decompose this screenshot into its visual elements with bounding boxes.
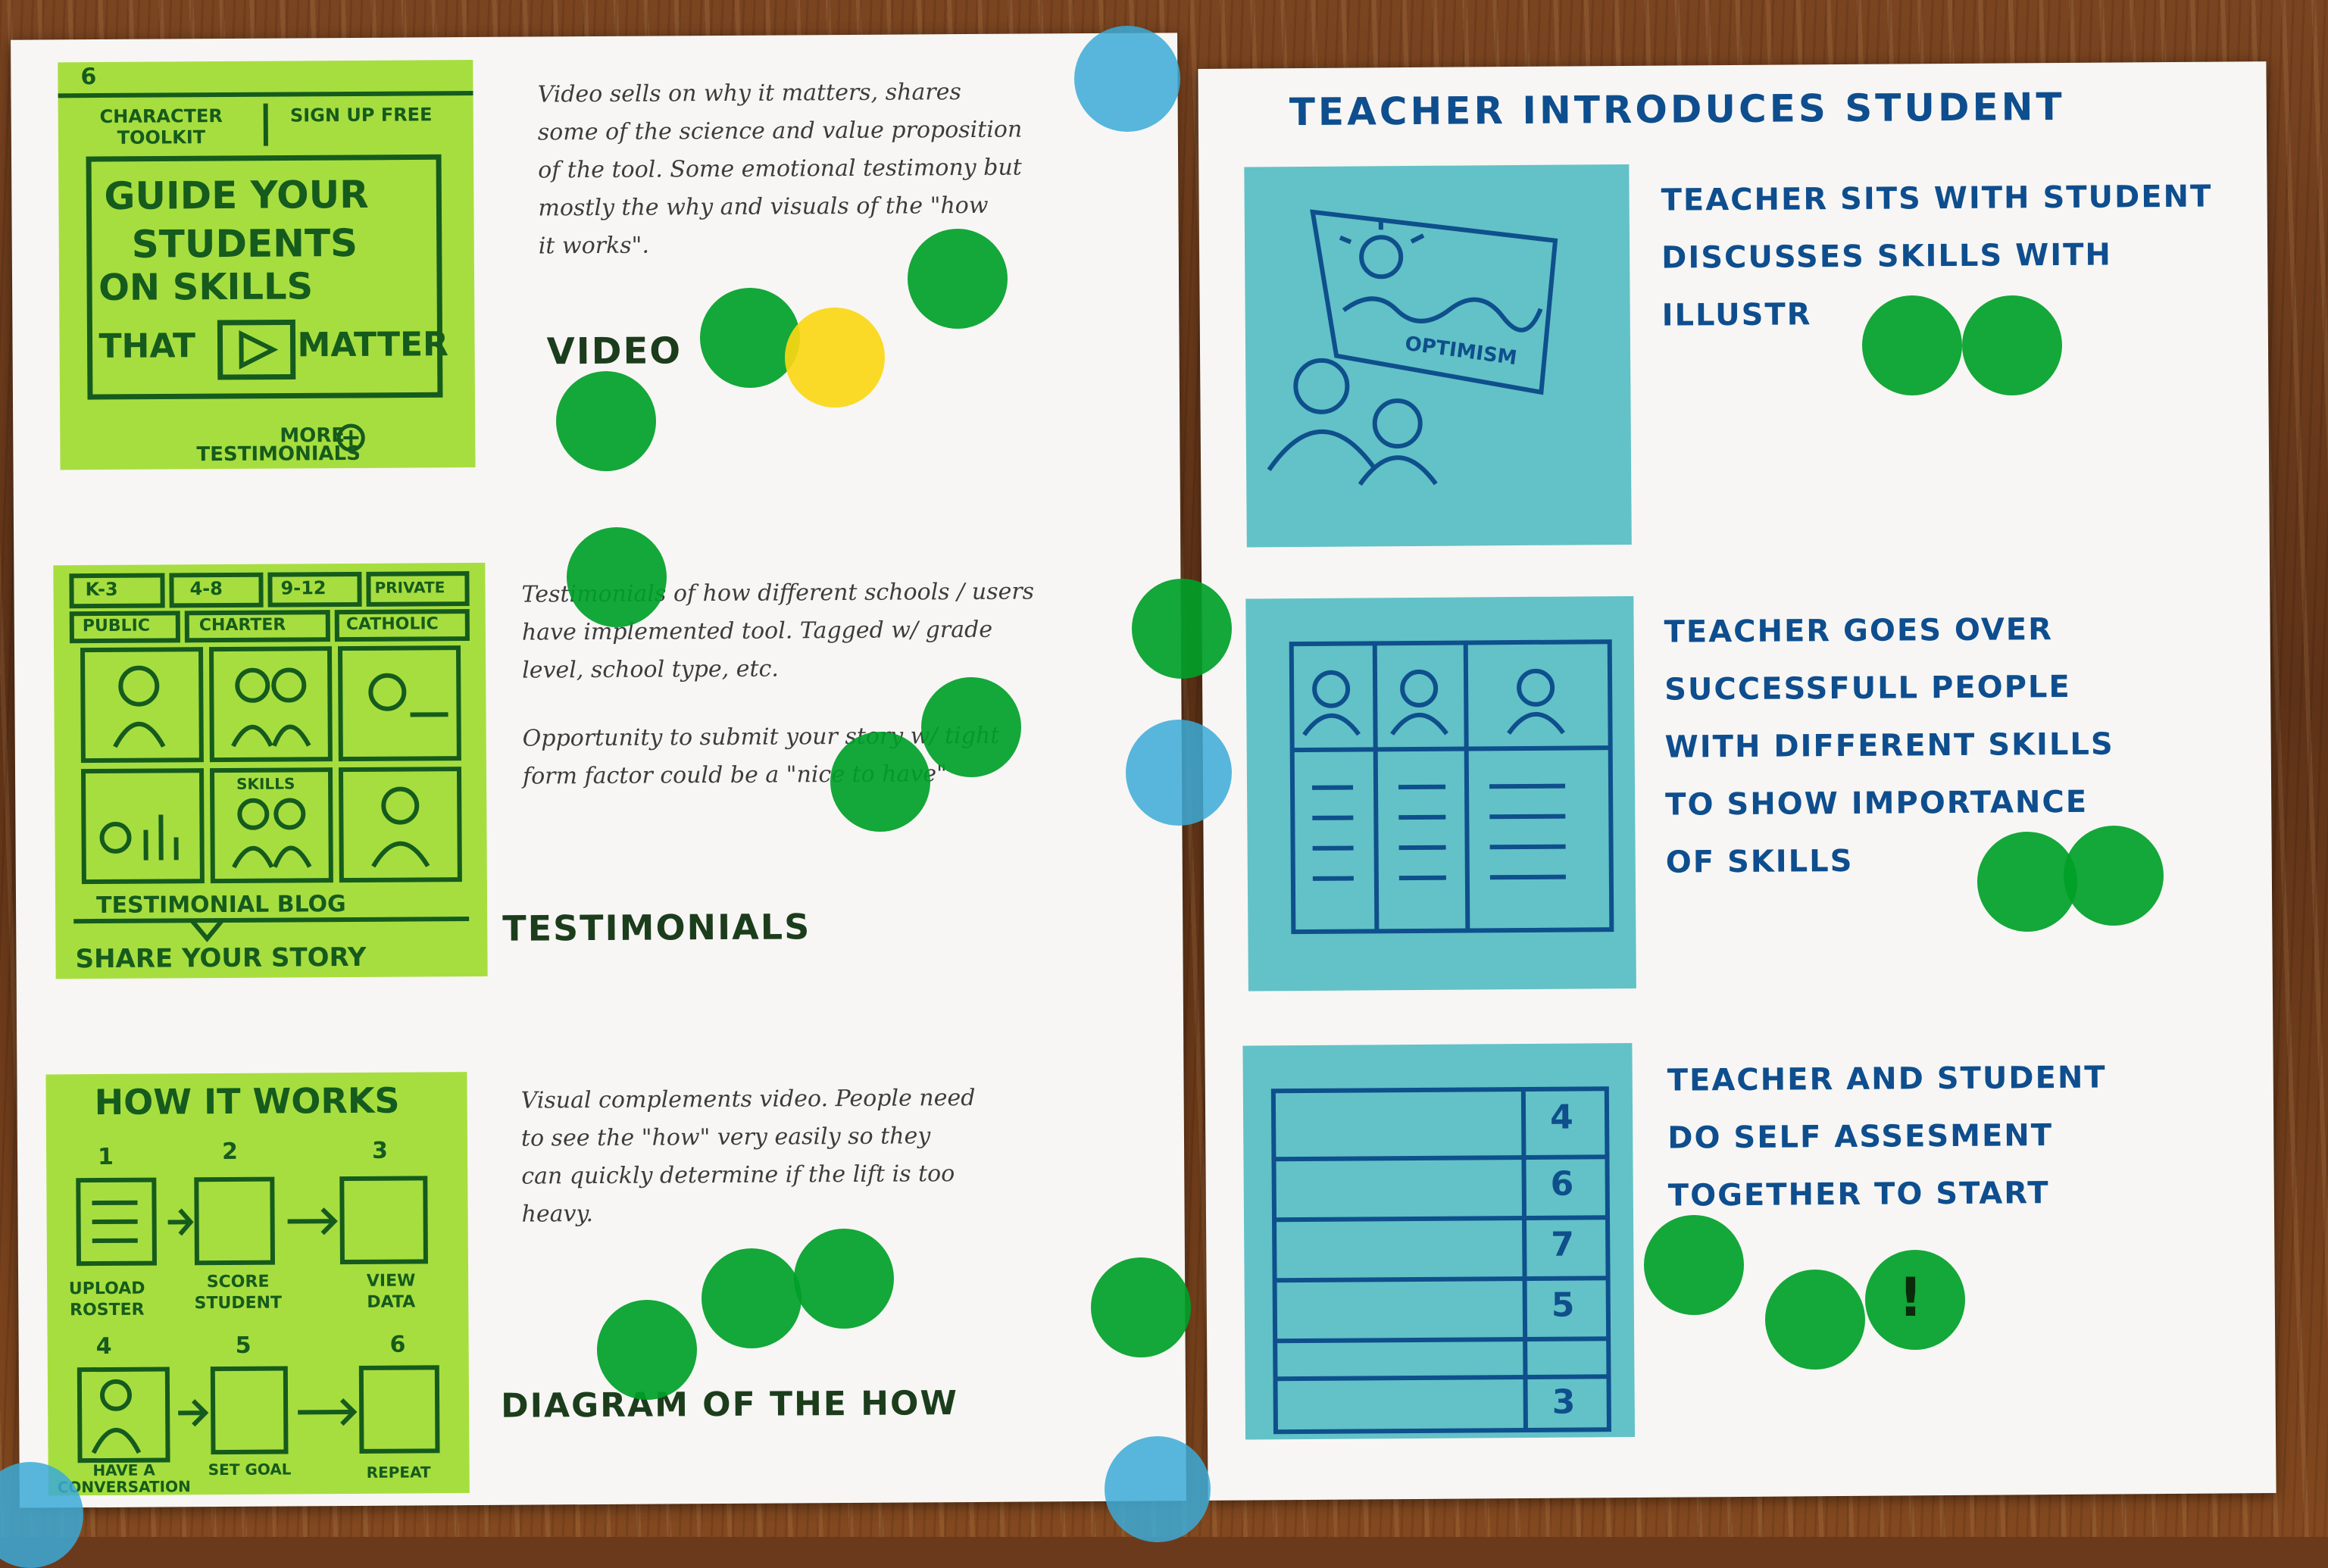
blue-vote-dot <box>1074 26 1180 132</box>
note-line: heavy. <box>521 1192 1165 1233</box>
video-label: VIDEO <box>546 330 682 373</box>
panel-3-text: TEACHER AND STUDENT DO SELF ASSESMENT TO… <box>1667 1049 2107 1225</box>
testimonials-sticky-note: K-3 4-8 9-12 PRIVATE PUBLIC CHARTER CATH… <box>53 563 487 979</box>
successful-people-sketch <box>1245 596 1636 992</box>
panel-text-line: DISCUSSES SKILLS WITH ILLUSTR <box>1661 225 2268 345</box>
green-vote-dot <box>556 371 656 471</box>
blue-vote-dot <box>1126 720 1232 826</box>
share-your-story-label: SHARE YOUR STORY <box>75 942 366 974</box>
headline-word-matter: MATTER <box>297 325 448 364</box>
score-row-1: 4 <box>1550 1098 1573 1137</box>
tile-label-skills: SKILLS <box>236 774 295 792</box>
step-5-number: 5 <box>236 1332 252 1359</box>
panel-text-line: TO SHOW IMPORTANCE <box>1665 773 2115 834</box>
green-vote-dot <box>597 1300 697 1400</box>
note-line: to see the "how" very easily so they <box>521 1116 1165 1157</box>
note-line: it works". <box>539 223 1167 265</box>
filter-catholic: CATHOLIC <box>346 614 439 634</box>
step-1-number: 1 <box>98 1144 114 1170</box>
step-3-caption: VIEW DATA <box>353 1270 429 1313</box>
exclamation-mark: ! <box>1898 1271 1923 1324</box>
score-row-4: 5 <box>1551 1286 1575 1325</box>
self-assessment-sticky-note: 4 6 7 5 3 <box>1242 1043 1635 1440</box>
panel-text-line: TEACHER GOES OVER <box>1664 601 2114 661</box>
green-vote-dot <box>1132 579 1232 679</box>
score-row-2: 6 <box>1551 1165 1574 1204</box>
step-2-caption: SCORE STUDENT <box>185 1271 291 1314</box>
green-vote-dot <box>908 229 1008 329</box>
note-line: level, school type, etc. <box>522 648 1173 689</box>
panel-text-line: TOGETHER TO START <box>1668 1164 2108 1225</box>
left-sheet: 6 CHARACTER TOOLKIT SIGN UP FREE GUIDE Y… <box>11 33 1186 1507</box>
panel-text-line: TEACHER AND STUDENT <box>1667 1049 2106 1110</box>
green-vote-dot <box>1977 832 2077 932</box>
note-line: can quickly determine if the lift is too <box>521 1154 1165 1195</box>
filter-9-12: 9-12 <box>280 577 326 598</box>
green-vote-dot <box>794 1229 894 1329</box>
green-vote-dot <box>1644 1215 1744 1315</box>
green-vote-dot <box>1091 1257 1191 1357</box>
how-it-works-sticky-note: HOW IT WORKS 1 2 3 UPLOAD ROSTER SCORE S… <box>45 1072 469 1495</box>
green-vote-dot <box>921 677 1021 777</box>
testimonial-blog-label: TESTIMONIAL BLOG <box>96 891 346 919</box>
step-3-number: 3 <box>372 1138 388 1164</box>
testimonials-label: TESTIMONIALS <box>502 906 811 948</box>
headline-line-2: STUDENTS <box>132 221 358 267</box>
green-vote-dot <box>830 732 930 832</box>
score-row-3: 7 <box>1551 1226 1574 1264</box>
note-line: some of the science and value propositio… <box>538 110 1167 151</box>
note-line: of the tool. Some emotional testimony bu… <box>538 148 1167 189</box>
panel-text-line: WITH DIFFERENT SKILLS <box>1664 716 2114 776</box>
right-sheet-title: TEACHER INTRODUCES STUDENT <box>1289 78 2065 141</box>
step-6-caption: REPEAT <box>367 1463 431 1482</box>
headline-line-3: ON SKILLS <box>98 265 313 309</box>
green-vote-dot: ! <box>1865 1250 1965 1350</box>
score-row-5: 3 <box>1552 1383 1576 1422</box>
step-1-caption: UPLOAD ROSTER <box>58 1279 156 1322</box>
yellow-vote-dot <box>785 308 885 408</box>
corner-mark: 6 <box>80 64 96 90</box>
panel-text-line: TEACHER SITS WITH STUDENT <box>1661 167 2267 230</box>
filter-k-3: K-3 <box>85 579 117 600</box>
filter-public: PUBLIC <box>83 617 150 636</box>
headline-line-1: GUIDE YOUR <box>104 173 369 218</box>
video-note: Video sells on why it matters, shares so… <box>537 72 1167 265</box>
green-vote-dot <box>567 527 667 627</box>
diagram-of-the-how-label: DIAGRAM OF THE HOW <box>501 1384 958 1426</box>
note-line: mostly the why and visuals of the "how <box>538 186 1167 227</box>
green-vote-dot <box>1962 295 2062 395</box>
blue-vote-dot <box>1105 1436 1211 1542</box>
green-vote-dot <box>1765 1270 1865 1370</box>
successful-people-sticky-note <box>1245 596 1636 992</box>
green-vote-dot <box>2064 826 2164 926</box>
step-4-number: 4 <box>96 1333 112 1360</box>
nav-link-character-toolkit: CHARACTER TOOLKIT <box>70 105 252 148</box>
how-it-works-title: HOW IT WORKS <box>94 1080 399 1123</box>
green-vote-dot <box>700 288 800 388</box>
how-note: Visual complements video. People need to… <box>521 1078 1166 1233</box>
nav-link-sign-up-free: SIGN UP FREE <box>278 104 445 126</box>
step-5-caption: SET GOAL <box>205 1460 295 1478</box>
filter-4-8: 4-8 <box>189 578 223 599</box>
self-assessment-sketch <box>1242 1043 1635 1440</box>
footer-testimonials: TESTIMONIALS <box>196 442 361 466</box>
green-vote-dot <box>702 1248 802 1348</box>
panel-text-line: SUCCESSFULL PEOPLE <box>1664 658 2114 719</box>
panel-text-line: DO SELF ASSESMENT <box>1667 1107 2107 1167</box>
green-vote-dot <box>1862 295 1962 395</box>
optimism-sticky-note: OPTIMISM <box>1244 164 1631 548</box>
note-line <box>522 686 1173 720</box>
panel-1-text: TEACHER SITS WITH STUDENT DISCUSSES SKIL… <box>1661 167 2268 345</box>
step-6-number: 6 <box>390 1332 406 1358</box>
step-2-number: 2 <box>222 1139 238 1165</box>
note-line: Visual complements video. People need <box>521 1078 1165 1120</box>
filter-charter: CHARTER <box>199 616 286 636</box>
note-line: Video sells on why it matters, shares <box>537 72 1166 114</box>
headline-word-that: THAT <box>98 326 195 366</box>
filter-private: PRIVATE <box>374 578 445 597</box>
video-sticky-note: 6 CHARACTER TOOLKIT SIGN UP FREE GUIDE Y… <box>58 60 475 470</box>
